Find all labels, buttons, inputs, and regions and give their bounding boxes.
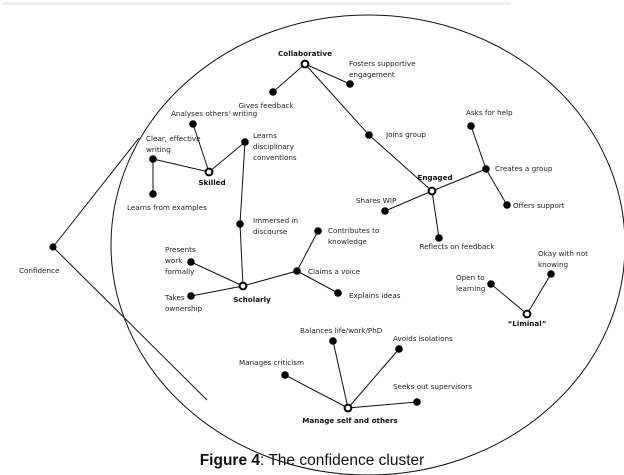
scholarly-hub-node: [238, 281, 248, 291]
creates-a-group-node: [482, 165, 490, 173]
immersed-in-discourse-node: [236, 220, 244, 228]
edge-immersed-in-discourse-to-scholarly: [239, 223, 244, 287]
edge-liminal-to-open-to-learning: [490, 283, 528, 315]
gives-feedback-label: Gives feedback: [238, 101, 294, 110]
okay-with-not-knowing-node: [547, 270, 555, 278]
edge-joins-group-to-engaged: [368, 134, 433, 192]
claims-a-voice-label: Claims a voice: [308, 267, 361, 276]
manages-criticism-node: [281, 371, 289, 379]
manages-criticism-label: Manages criticism: [239, 358, 304, 367]
balances-life-work-phd-label: Balances life/work/PhD: [300, 326, 383, 335]
cluster-boundary-ellipse: [110, 14, 624, 475]
edge-creates-a-group-to-offers-support: [485, 168, 508, 206]
edge-learns-disciplinary-conventions-to-immersed-in-discourse: [239, 141, 246, 225]
reflects-on-feedback-node: [435, 234, 443, 242]
engaged-hub-node: [427, 186, 437, 196]
offers-support-node: [503, 201, 511, 209]
edge-claims-a-voice-to-explains-ideas: [296, 270, 339, 294]
analyses-others-writing-label: Analyses others' writing: [171, 109, 257, 118]
liminal-hub-node: [522, 309, 532, 319]
liminal-label: “Liminal”: [508, 319, 547, 328]
explains-ideas-label: Explains ideas: [349, 291, 401, 300]
edge-creates-a-group-to-asks-for-help: [470, 125, 487, 170]
edge-collaborative-to-fosters-supportive-engagement: [304, 63, 351, 85]
avoids-isolations-label: Avoids isolations: [393, 334, 453, 343]
reflects-on-feedback-label: Reflects on feedback: [419, 242, 495, 251]
figure-caption: Figure 4: The confidence cluster: [0, 452, 624, 470]
learns-disciplinary-conventions-node: [241, 138, 249, 146]
collaborative-label: Collaborative: [278, 49, 332, 58]
edge-scholarly-to-presents-work-formally: [190, 261, 244, 287]
skilled-hub-node: [204, 167, 214, 177]
edge-skilled-to-clear-effective-writing: [152, 158, 210, 173]
manage-self-and-others-hub-node: [343, 403, 353, 413]
edge-engaged-to-creates-a-group: [431, 168, 487, 192]
asks-for-help-label: Asks for help: [466, 108, 513, 117]
edge-engaged-to-shares-wip: [384, 190, 433, 212]
engaged-label: Engaged: [417, 173, 452, 182]
edge-scholarly-to-claims-a-voice: [242, 270, 298, 287]
confidence-node: [49, 243, 57, 251]
explains-ideas-node: [334, 289, 342, 297]
edge-scholarly-to-takes-ownership: [190, 285, 244, 297]
seeks-out-supervisors-label: Seeks out supervisors: [393, 382, 472, 391]
seeks-out-supervisors-node: [413, 398, 421, 406]
top-border-strip: [3, 2, 511, 5]
claims-a-voice-node: [293, 267, 301, 275]
edge-manage-self-and-others-to-avoids-isolations: [347, 348, 400, 409]
takes-ownership-node: [187, 292, 195, 300]
joins-group-label: Joins group: [385, 130, 426, 139]
joins-group-node: [365, 131, 373, 139]
edge-skilled-to-analyses-others-writing: [192, 123, 210, 173]
avoids-isolations-node: [395, 345, 403, 353]
gives-feedback-node: [269, 88, 277, 96]
edge-manage-self-and-others-to-balances-life-work-phd: [332, 340, 349, 409]
offers-support-label: Offers support: [513, 201, 565, 210]
analyses-others-writing-node: [189, 120, 197, 128]
confidence-label: Confidence: [19, 266, 60, 275]
clear-effective-writing-node: [149, 155, 157, 163]
figure-caption-label: Figure 4: [199, 452, 260, 469]
collaborative-hub-node: [300, 59, 310, 69]
presents-work-formally-node: [187, 258, 195, 266]
edge-collaborative-to-joins-group: [304, 63, 370, 136]
edge-claims-a-voice-to-contributes-to-knowledge: [296, 230, 319, 272]
skilled-label: Skilled: [198, 178, 225, 187]
open-to-learning-node: [487, 280, 495, 288]
scholarly-label: Scholarly: [233, 295, 271, 304]
edge-manage-self-and-others-to-manages-criticism: [284, 374, 349, 409]
shares-wip-label: Shares WIP: [356, 196, 397, 205]
asks-for-help-node: [467, 122, 475, 130]
confidence-tangent-upper: [52, 137, 140, 248]
confidence-tangent-lower: [52, 246, 208, 401]
edge-engaged-to-reflects-on-feedback: [431, 190, 440, 239]
edge-skilled-to-learns-disciplinary-conventions: [208, 141, 246, 173]
edge-manage-self-and-others-to-seeks-out-supervisors: [347, 401, 418, 409]
edge-collaborative-to-gives-feedback: [272, 63, 306, 93]
balances-life-work-phd-node: [329, 337, 337, 345]
fosters-supportive-engagement-node: [346, 80, 354, 88]
edge-liminal-to-okay-with-not-knowing: [526, 273, 552, 315]
figure-caption-text: : The confidence cluster: [260, 452, 425, 469]
contributes-to-knowledge-node: [314, 227, 322, 235]
learns-from-examples-label: Learns from examples: [127, 203, 207, 212]
shares-wip-node: [381, 207, 389, 215]
manage-self-and-others-label: Manage self and others: [302, 416, 398, 425]
learns-from-examples-node: [149, 190, 157, 198]
creates-a-group-label: Creates a group: [495, 164, 553, 173]
